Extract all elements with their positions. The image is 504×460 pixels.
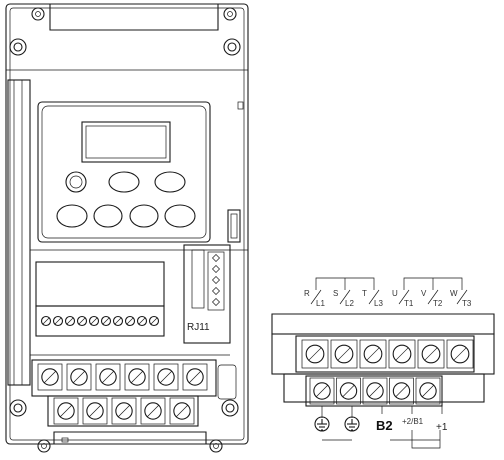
keypad-key-6[interactable] — [165, 205, 195, 227]
svg-text:T3: T3 — [462, 299, 472, 308]
terminal-top-label: S L2 — [333, 289, 354, 308]
mounting-hole-top-corner-left — [32, 8, 44, 20]
mounting-hole-bottom-corner-left — [38, 440, 50, 452]
terminal-screw-bottom — [390, 378, 414, 404]
rj11-label: RJ11 — [187, 322, 210, 333]
keypad-panel — [38, 102, 210, 242]
control-terminal-screw — [138, 317, 147, 326]
power-terminal-screw — [125, 364, 149, 390]
control-terminal-screw — [42, 317, 51, 326]
terminal-block-bottom-screws — [310, 378, 440, 404]
svg-text:L2: L2 — [345, 299, 354, 308]
power-terminal-top-screws — [38, 364, 207, 390]
power-terminal-screw — [67, 364, 91, 390]
keypad-key-5[interactable] — [130, 205, 158, 227]
terminal-block-detail: R L1 S L2 T L3 U T1 V T2 W T3 — [272, 278, 494, 448]
rj11-pin — [213, 299, 220, 306]
keypad-key-1[interactable] — [109, 172, 139, 192]
control-terminal-screw — [90, 317, 99, 326]
potentiometer-knob[interactable] — [66, 172, 86, 192]
terminal-screw-top — [360, 340, 386, 368]
rj11-pin — [213, 255, 220, 262]
terminal-top-labels: R L1 S L2 T L3 U T1 V T2 W T3 — [304, 289, 472, 308]
control-terminal-screw — [66, 317, 75, 326]
svg-text:S: S — [333, 289, 338, 298]
power-terminal-screw — [54, 398, 78, 424]
power-terminal-bottom-screws — [54, 398, 194, 424]
terminal-screw-bottom — [363, 378, 387, 404]
terminal-label-plus1: +1 — [436, 422, 448, 433]
control-terminal-strip — [36, 306, 164, 336]
terminal-top-label: T L3 — [362, 289, 383, 308]
rj11-connector: RJ11 — [184, 245, 230, 343]
keypad-key-2[interactable] — [155, 172, 185, 192]
terminal-top-label: V T2 — [421, 289, 443, 308]
mounting-hole-bottom-corner-right — [210, 440, 222, 452]
svg-text:V: V — [421, 289, 427, 298]
svg-text:T2: T2 — [433, 299, 443, 308]
control-board-cover — [36, 262, 164, 306]
terminal-label-b2: B2 — [376, 418, 393, 433]
control-terminal-screw — [126, 317, 135, 326]
terminal-screw-bottom — [416, 378, 440, 404]
power-terminal-bottom-row — [48, 396, 198, 426]
power-terminal-screw — [141, 398, 165, 424]
mounting-hole-top-left — [10, 39, 26, 55]
indicator-led — [238, 102, 243, 109]
control-terminal-screw — [150, 317, 159, 326]
lcd-display — [82, 122, 170, 162]
rj11-pin — [213, 288, 220, 295]
svg-text:L1: L1 — [316, 299, 325, 308]
terminal-screw-bottom — [337, 378, 361, 404]
drive-front-view: RJ11 — [6, 4, 248, 452]
power-terminal-screw — [154, 364, 178, 390]
power-terminal-screw — [170, 398, 194, 424]
terminal-block-top-screws — [302, 340, 473, 368]
terminal-screw-top — [302, 340, 328, 368]
control-terminal-screw — [114, 317, 123, 326]
keypad-key-4[interactable] — [94, 205, 122, 227]
power-terminal-screw — [83, 398, 107, 424]
mounting-hole-bottom-right — [222, 400, 238, 416]
control-terminal-screws — [42, 317, 159, 326]
terminal-screw-top — [389, 340, 415, 368]
power-terminal-screw — [112, 398, 136, 424]
terminal-screw-top — [418, 340, 444, 368]
rj11-pin — [213, 277, 220, 284]
control-terminal-screw — [54, 317, 63, 326]
mounting-hole-bottom-left — [10, 400, 26, 416]
terminal-top-label: W T3 — [450, 289, 472, 308]
terminal-top-label: R L1 — [304, 289, 325, 308]
mounting-hole-top-corner-right — [224, 8, 236, 20]
ground-terminal-1 — [315, 417, 329, 431]
svg-text:R: R — [304, 289, 310, 298]
rj11-pin — [213, 266, 220, 273]
terminal-screw-top — [331, 340, 357, 368]
side-latch — [228, 210, 240, 242]
control-terminal-screw — [78, 317, 87, 326]
power-terminal-screw — [96, 364, 120, 390]
svg-text:T1: T1 — [404, 299, 414, 308]
power-terminal-top-row — [32, 360, 216, 396]
svg-text:U: U — [392, 289, 398, 298]
terminal-top-label: U T1 — [392, 289, 414, 308]
control-terminal-screw — [102, 317, 111, 326]
left-rail — [8, 80, 30, 385]
terminal-screw-top — [447, 340, 473, 368]
power-terminal-screw — [38, 364, 62, 390]
svg-text:W: W — [450, 289, 458, 298]
power-terminal-screw — [183, 364, 207, 390]
svg-text:L3: L3 — [374, 299, 383, 308]
keypad-key-3[interactable] — [57, 205, 87, 227]
ground-terminal-2 — [345, 417, 359, 431]
svg-text:T: T — [362, 289, 367, 298]
terminal-label-plus2-b1: +2/B1 — [402, 417, 424, 426]
mounting-hole-top-right — [224, 39, 240, 55]
terminal-screw-bottom — [310, 378, 334, 404]
